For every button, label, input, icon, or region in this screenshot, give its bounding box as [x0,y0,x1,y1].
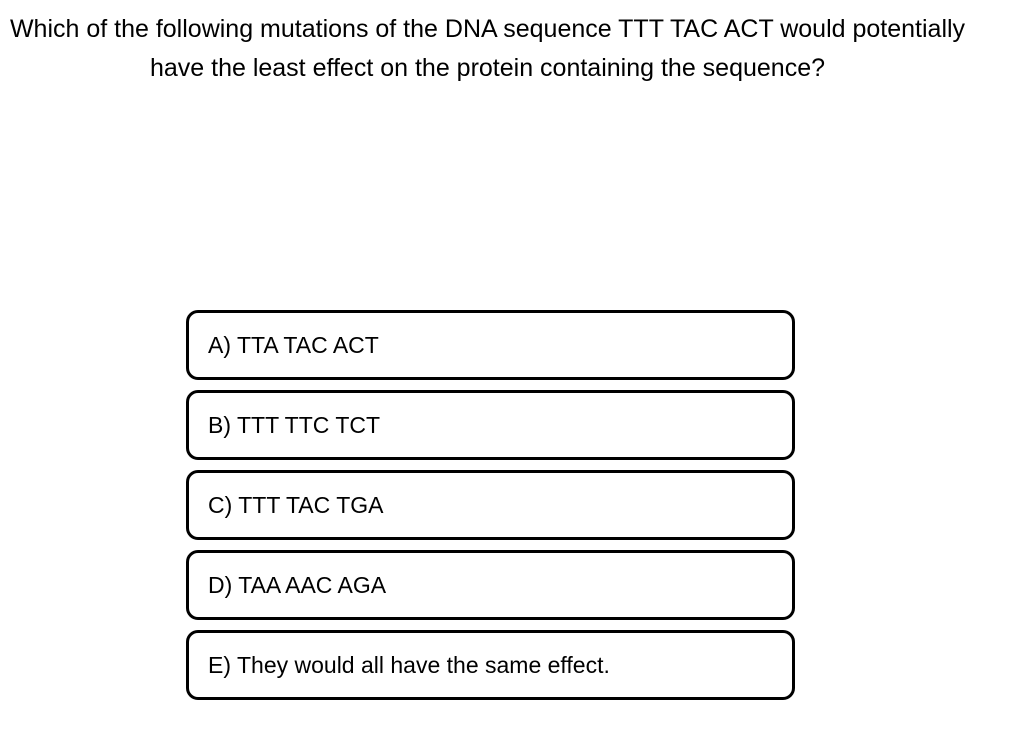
quiz-page: { "page": { "background_color": "#ffffff… [0,10,1024,750]
answer-option-b-label: B) TTT TTC TCT [208,411,381,438]
answer-options-list: A) TTA TAC ACT B) TTT TTC TCT C) TTT TAC… [186,310,795,710]
answer-option-e-label: E) They would all have the same effect. [208,651,610,678]
answer-option-c-label: C) TTT TAC TGA [208,491,384,518]
answer-option-d[interactable]: D) TAA AAC AGA [186,550,795,620]
answer-option-b[interactable]: B) TTT TTC TCT [186,390,795,460]
answer-option-d-label: D) TAA AAC AGA [208,571,387,598]
answer-option-a-label: A) TTA TAC ACT [208,331,379,358]
answer-option-e[interactable]: E) They would all have the same effect. [186,630,795,700]
answer-option-c[interactable]: C) TTT TAC TGA [186,470,795,540]
question-text: Which of the following mutations of the … [9,15,966,82]
answer-option-a[interactable]: A) TTA TAC ACT [186,310,795,380]
